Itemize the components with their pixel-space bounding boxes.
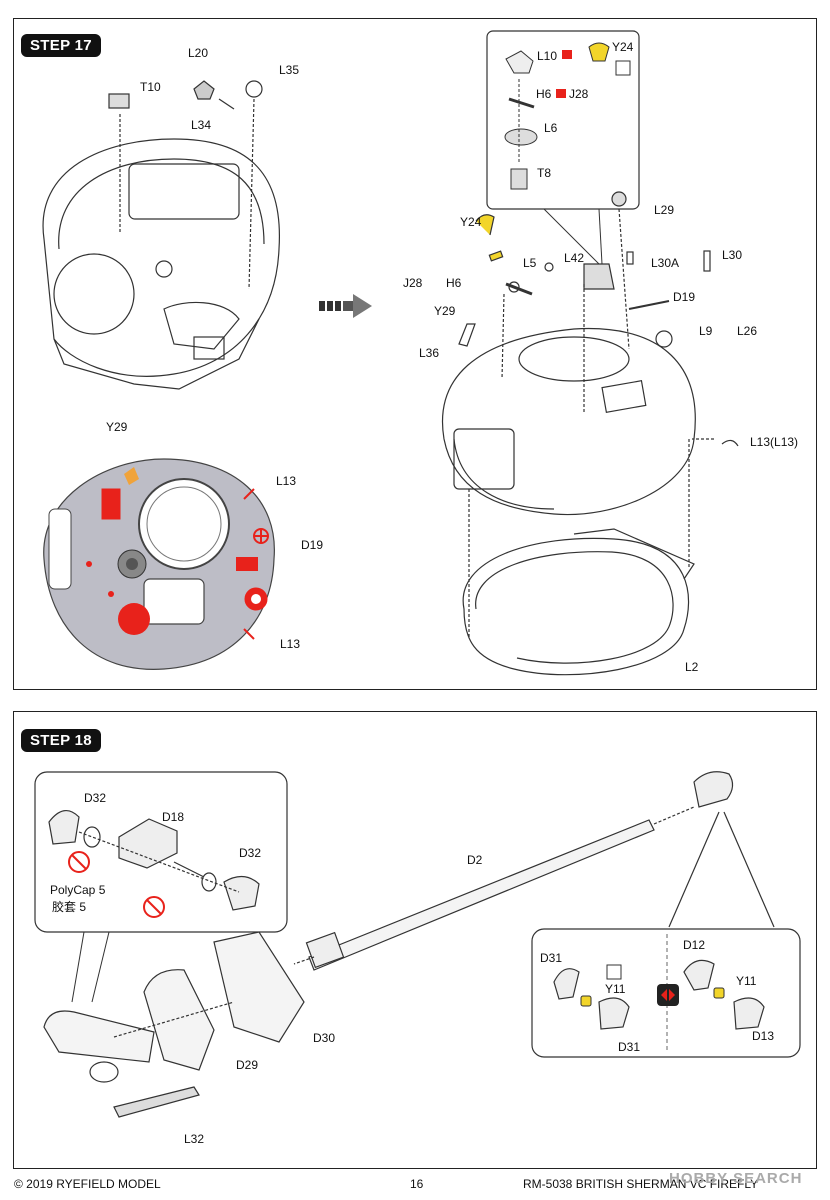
label-L34: L34: [191, 118, 211, 132]
footer-page-number: 16: [410, 1177, 424, 1191]
turret-top-view-drawing: [43, 458, 275, 670]
footer-product-name: RM-5038 BRITISH SHERMAN VC FIREFLY: [523, 1177, 759, 1191]
label-D29: D29: [236, 1058, 258, 1072]
footer-copyright: © 2019 RYEFIELD MODEL: [14, 1177, 161, 1191]
label-L20: L20: [188, 46, 208, 60]
step-17-panel: STEP 17: [13, 18, 817, 690]
label-Y24-b: Y24: [460, 215, 482, 229]
label-Y29-b: Y29: [434, 304, 456, 318]
label-L29: L29: [654, 203, 674, 217]
label-T10: T10: [140, 80, 161, 94]
label-L2: L2: [685, 660, 699, 674]
detail-inset: [486, 30, 640, 265]
step-18-diagram: D32 D18 D32 PolyCap 5 胶套 5 D2 D30 D29 L3…: [34, 771, 801, 1146]
label-L13-b: L13: [280, 637, 300, 651]
label-polycap-cn: 胶套 5: [52, 899, 86, 914]
label-T8: T8: [537, 166, 551, 180]
label-polycap: PolyCap 5: [50, 883, 106, 897]
label-L26: L26: [737, 324, 757, 338]
label-L6: L6: [544, 121, 558, 135]
label-D32-b: D32: [239, 846, 261, 860]
label-J28-b: J28: [403, 276, 423, 290]
turret-exploded-drawing: [442, 191, 739, 676]
label-L36: L36: [419, 346, 439, 360]
label-L42: L42: [564, 251, 584, 265]
label-H6-a: H6: [536, 87, 552, 101]
label-L30A: L30A: [651, 256, 679, 270]
watermark: HOBBY SEARCH: [669, 1170, 803, 1187]
label-D13: D13: [752, 1029, 774, 1043]
label-D12: D12: [683, 938, 705, 952]
step-18-title: STEP 18: [21, 729, 101, 752]
label-L35: L35: [279, 63, 299, 77]
mantlet-drawing: [43, 931, 315, 1118]
step-17-diagram: T10 L20 L35 L34 Y29 L13 D19 L13 L10 Y24 …: [42, 30, 798, 676]
label-H6-b: H6: [446, 276, 462, 290]
gun-barrel-drawing: [305, 771, 775, 971]
label-L10: L10: [537, 49, 557, 63]
trunnion-inset: [531, 928, 801, 1058]
label-D19-b: D19: [673, 290, 695, 304]
label-D31-b: D31: [618, 1040, 640, 1054]
step-18-panel: STEP 18: [13, 711, 817, 1169]
label-L5: L5: [523, 256, 537, 270]
label-L13-a: L13: [276, 474, 296, 488]
label-D30: D30: [313, 1031, 335, 1045]
turret-interior-drawing: [42, 80, 281, 390]
label-L13-c: L13(L13): [750, 435, 798, 449]
label-D2: D2: [467, 853, 483, 867]
gun-mount-inset: [34, 771, 288, 1003]
label-D18: D18: [162, 810, 184, 824]
label-L30: L30: [722, 248, 742, 262]
label-Y29-a: Y29: [106, 420, 128, 434]
label-Y11-b: Y11: [736, 974, 757, 988]
label-D31-a: D31: [540, 951, 562, 965]
label-Y11-a: Y11: [605, 982, 626, 996]
step-17-title: STEP 17: [21, 34, 101, 57]
label-D19-a: D19: [301, 538, 323, 552]
label-L32: L32: [184, 1132, 204, 1146]
label-D32-a: D32: [84, 791, 106, 805]
direction-arrow: [319, 294, 372, 318]
label-Y24-a: Y24: [612, 40, 634, 54]
label-J28-a: J28: [569, 87, 589, 101]
label-L9: L9: [699, 324, 713, 338]
